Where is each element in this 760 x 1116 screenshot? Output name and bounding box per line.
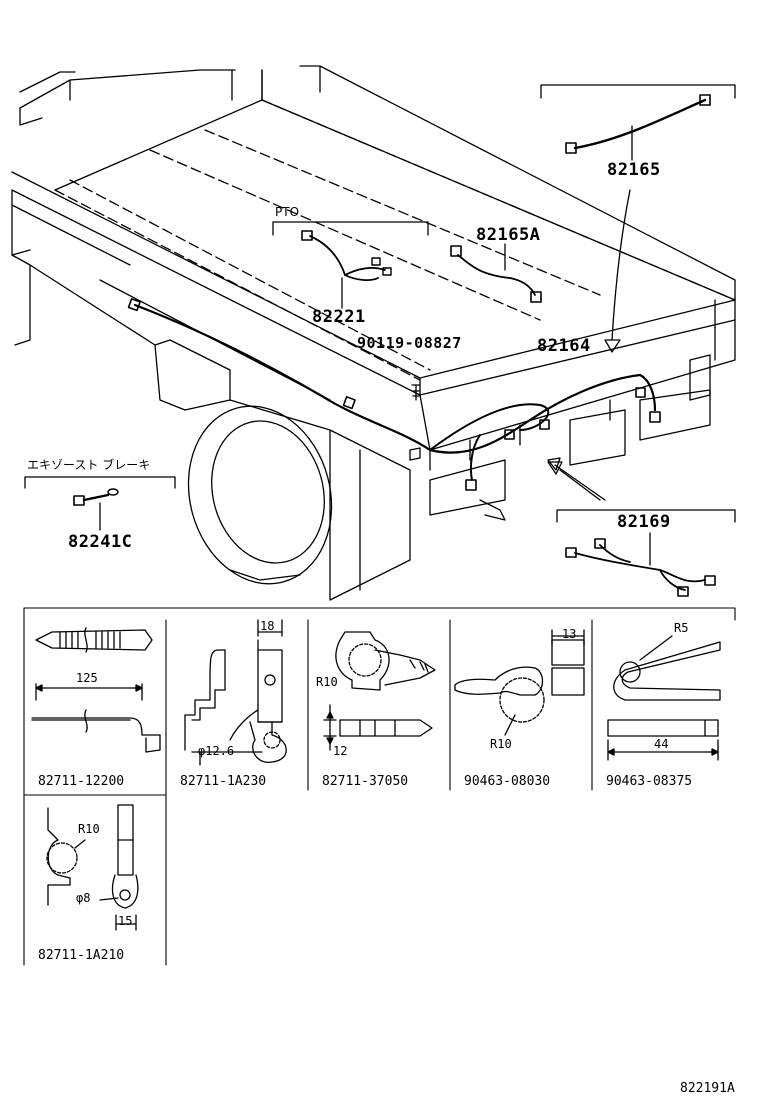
clip-label-82711-37050[interactable]: 82711-37050 [322, 774, 409, 789]
harness-82169 [556, 509, 736, 597]
dim-r10-c: R10 [78, 822, 100, 836]
clip-90463-08030-drawing [454, 629, 585, 736]
caption-exhaust-brake: エキゾースト ブレーキ [27, 458, 151, 472]
part-label-82164[interactable]: 82164 [537, 336, 591, 356]
clip-90463-08375-drawing [607, 635, 721, 761]
diagram-reference: 822191A [680, 1081, 735, 1096]
clip-label-82711-1A230[interactable]: 82711-1A230 [180, 774, 267, 789]
clip-82711-12200-drawing [31, 627, 161, 753]
clip-label-82711-12200[interactable]: 82711-12200 [38, 774, 125, 789]
dim-phi12-6: φ12.6 [198, 744, 235, 758]
dim-r10-b: R10 [490, 737, 512, 751]
dim-44: 44 [654, 737, 669, 751]
dim-phi8: φ8 [76, 891, 91, 905]
harness-82165 [540, 84, 736, 161]
clip-table [23, 607, 736, 966]
clip-82711-1A210-drawing [46, 804, 139, 931]
clip-82711-37050-drawing [323, 631, 436, 751]
part-label-82221[interactable]: 82221 [312, 307, 366, 327]
harness-82221 [272, 221, 429, 309]
dim-r5: R5 [674, 621, 689, 635]
dim-12: 12 [333, 744, 348, 758]
clip-label-82711-1A210[interactable]: 82711-1A210 [38, 948, 125, 963]
part-label-82169[interactable]: 82169 [617, 512, 671, 532]
truck-bed-drawing [11, 65, 736, 601]
dim-15: 15 [118, 914, 133, 928]
part-label-90119-08827[interactable]: 90119-08827 [357, 334, 462, 352]
clip-label-90463-08030[interactable]: 90463-08030 [464, 774, 551, 789]
dim-r10-a: R10 [316, 675, 338, 689]
dim-125: 125 [76, 671, 98, 685]
part-label-82165A[interactable]: 82165A [476, 225, 541, 245]
clip-label-90463-08375[interactable]: 90463-08375 [606, 774, 693, 789]
dim-13: 13 [562, 627, 577, 641]
caption-pto: PTO [275, 205, 300, 219]
part-label-82241C[interactable]: 82241C [68, 532, 133, 552]
harness-82165A [450, 243, 542, 303]
harness-82241C [24, 476, 176, 531]
clip-82711-1A230-drawing [184, 619, 287, 766]
part-label-82165[interactable]: 82165 [607, 160, 661, 180]
dim-18: 18 [260, 619, 275, 633]
